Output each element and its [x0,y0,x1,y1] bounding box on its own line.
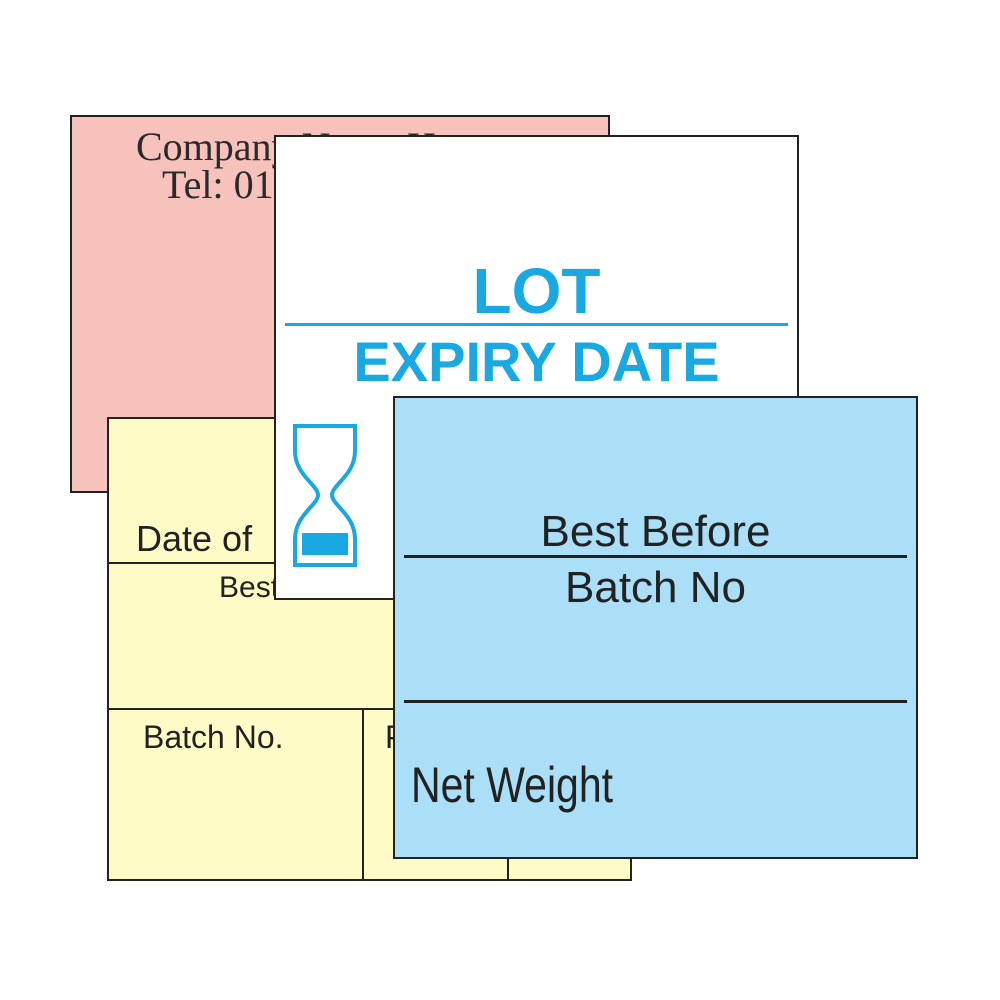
blue-best-before-label: Best Before Batch No Net Weight [393,396,918,859]
blue-divider-bottom [404,700,907,703]
net-weight-text: Net Weight [411,757,614,813]
yellow-column-divider-1 [362,708,364,879]
batch-no-text: Batch No [565,563,746,612]
batch-no-text: Batch No. [143,719,284,755]
company-tel-text: Tel: 01 [162,162,274,207]
blue-divider-top [404,555,907,558]
best-text: Best [219,571,280,604]
date-of-text: Date of [136,518,253,559]
yellow-divider-middle [109,708,630,710]
expiry-date-heading: EXPIRY DATE [353,330,720,393]
best-before-text: Best Before [540,507,771,556]
hourglass-icon [293,424,357,567]
lot-divider [285,323,788,326]
lot-heading: LOT [472,255,601,327]
